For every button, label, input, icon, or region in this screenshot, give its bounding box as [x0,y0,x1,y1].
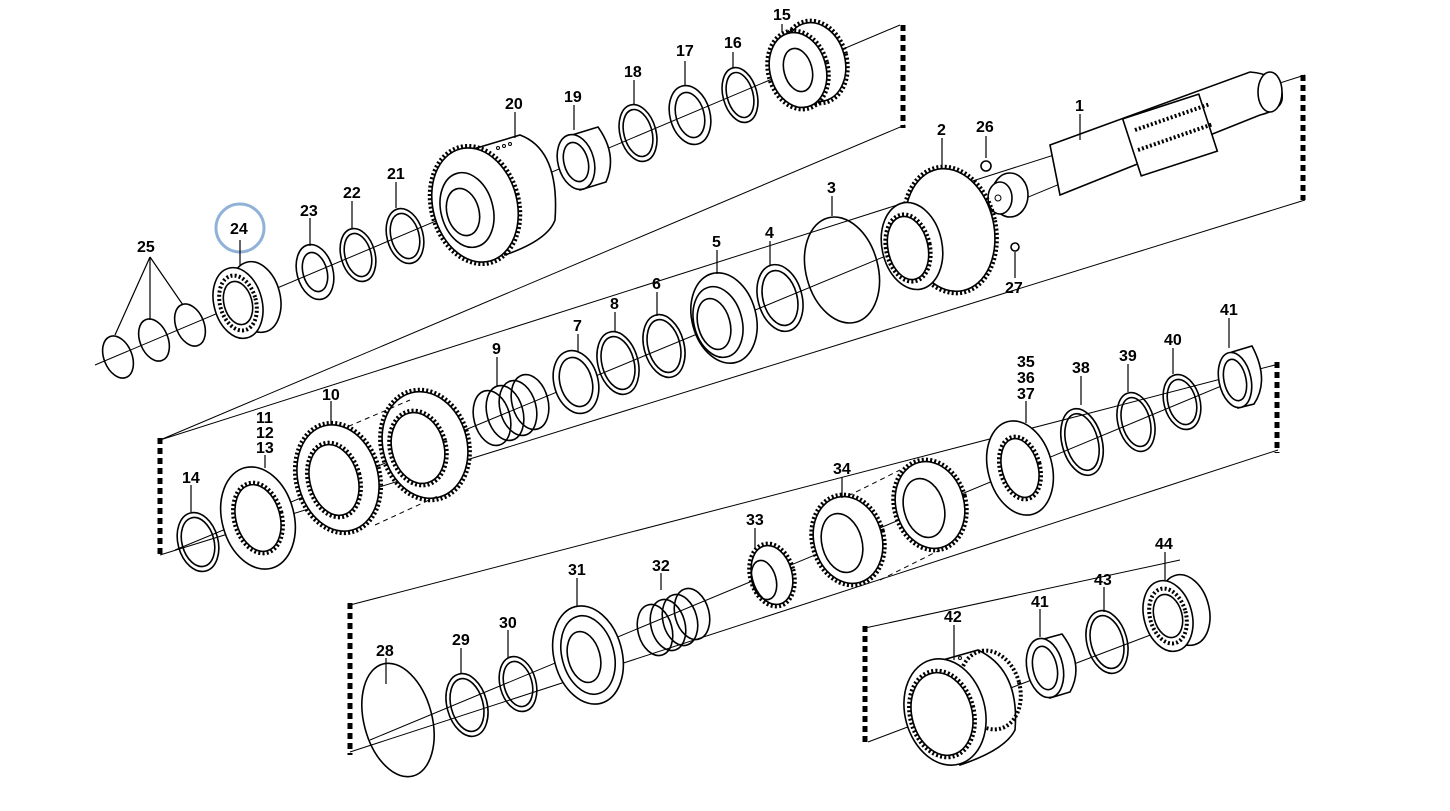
assembly-row-2: 1 2 26 27 3 4 5 6 8 7 9 10 11 12 13 14 [157,71,1306,577]
part-1-main-shaft[interactable] [987,71,1283,218]
part-4-ring[interactable] [750,259,810,336]
label-21: 21 [387,166,405,183]
part-14-snap-ring[interactable] [171,508,225,576]
label-39: 39 [1119,348,1137,365]
part-11-13-plate[interactable] [210,458,306,577]
label-3: 3 [827,180,836,197]
label-43: 43 [1094,572,1112,589]
part-22-ring[interactable] [335,225,382,286]
label-16: 16 [724,35,742,52]
part-28-o-ring[interactable] [350,655,446,785]
part-2-gear[interactable] [874,158,1009,302]
label-7: 7 [573,318,582,335]
part-7-retainer[interactable] [546,345,605,418]
label-38: 38 [1072,360,1090,377]
label-17: 17 [676,43,694,60]
part-24-bearing[interactable] [206,256,289,344]
label-18: 18 [624,64,642,81]
part-41-sleeve-upper[interactable] [1214,345,1263,411]
part-3-o-ring[interactable] [793,209,890,332]
label-24: 24 [230,221,248,238]
part-42-gear-drum[interactable] [892,644,1029,775]
label-28: 28 [376,643,394,660]
part-6-ring[interactable] [636,310,691,382]
part-32-spring[interactable] [632,584,715,659]
part-40-ring[interactable] [1157,370,1206,433]
label-2: 2 [937,122,946,139]
part-5-piston[interactable] [681,265,767,370]
label-13: 13 [256,440,274,457]
label-25: 25 [137,239,155,256]
part-30-ring[interactable] [493,652,542,715]
label-32: 32 [652,558,670,575]
part-8-snap-ring[interactable] [590,327,645,399]
part-20-gear-drum[interactable] [417,134,557,274]
label-36: 36 [1017,370,1035,387]
label-26: 26 [976,119,994,136]
part-38-snap-ring[interactable] [1054,404,1110,480]
part-35-37-plate[interactable] [977,413,1064,522]
label-10: 10 [322,387,340,404]
label-42: 42 [944,609,962,626]
label-40: 40 [1164,332,1182,349]
label-22: 22 [343,185,361,202]
label-30: 30 [499,615,517,632]
label-33: 33 [746,512,764,529]
label-35: 35 [1017,354,1035,371]
label-4: 4 [765,225,774,242]
part-43-ring[interactable] [1079,606,1134,678]
part-26-ball[interactable] [980,160,992,172]
label-41-upper: 41 [1220,302,1238,319]
part-29-snap-ring[interactable] [439,669,494,741]
label-41-lower: 41 [1031,594,1049,611]
assembly-row-4: 44 43 41 42 [862,536,1218,775]
label-9: 9 [492,341,501,358]
label-14: 14 [182,470,200,487]
label-23: 23 [300,203,318,220]
part-19-needle-sleeve[interactable] [551,126,612,194]
label-34: 34 [833,461,851,478]
part-27-ball[interactable] [1010,242,1020,252]
part-34-clutch-disc-pack[interactable] [801,451,976,594]
part-25-snap-rings[interactable] [97,299,211,382]
part-17-ring[interactable] [663,81,717,149]
assembly-row-3: 41 40 39 38 35 36 37 34 33 32 31 30 29 2… [347,302,1280,785]
part-15-gear[interactable] [759,13,857,116]
part-23-ring[interactable] [290,240,339,303]
label-12: 12 [256,425,274,442]
part-39-snap-ring[interactable] [1111,388,1161,455]
part-16-snap-ring[interactable] [716,64,763,127]
part-31-piston[interactable] [542,598,634,712]
label-31: 31 [568,562,586,579]
label-8: 8 [610,296,619,313]
label-19: 19 [564,89,582,106]
part-9-spring[interactable] [467,370,554,449]
part-18-ring[interactable] [613,100,663,165]
label-11: 11 [256,410,273,427]
label-44: 44 [1155,536,1173,553]
part-41-sleeve-lower[interactable] [1021,633,1077,701]
label-5: 5 [712,234,721,251]
part-21-ring[interactable] [380,204,429,267]
assembly-row-1: 25 24 23 22 21 20 19 18 17 16 15 [94,7,906,441]
label-20: 20 [505,96,523,113]
part-44-bearing[interactable] [1136,569,1218,657]
part-33-hub[interactable] [742,538,801,611]
label-6: 6 [652,276,661,293]
label-37: 37 [1017,386,1035,403]
label-1: 1 [1075,98,1084,115]
label-27: 27 [1005,280,1023,297]
label-29: 29 [452,632,470,649]
part-10-clutch-disc-pack[interactable] [283,380,482,543]
label-15: 15 [773,7,791,24]
